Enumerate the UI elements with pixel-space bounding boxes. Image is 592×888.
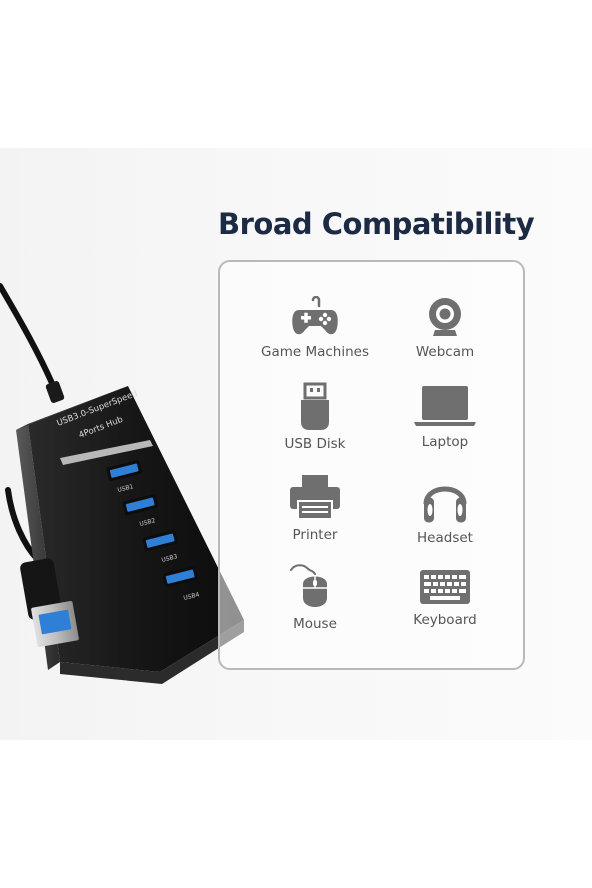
hub-port-4 — [162, 566, 198, 588]
compat-item-keyboard: Keyboard — [370, 568, 520, 648]
printer-icon — [290, 475, 340, 520]
hub-port-1 — [106, 460, 142, 482]
compat-label: Webcam — [415, 344, 475, 360]
compat-item-game-machines: Game Machines — [240, 296, 390, 376]
hub-port-2 — [122, 494, 158, 516]
hub-bottom-edge — [60, 620, 244, 684]
hub-cable-top — [0, 283, 58, 393]
mouse-icon — [290, 564, 327, 607]
compatibility-panel: Game Machines Webcam USB Disk — [218, 260, 525, 670]
compat-label: USB Disk — [284, 436, 346, 452]
usb-hub-illustration: USB3.0-SuperSpeed 4Ports Hub USB1 USB2 U… — [0, 283, 244, 684]
usb-disk-icon — [301, 382, 329, 430]
compat-item-webcam: Webcam — [370, 296, 520, 376]
compat-item-headset: Headset — [370, 474, 520, 554]
hub-port-label-2: USB2 — [139, 517, 157, 528]
hub-port-label-4: USB4 — [183, 591, 201, 602]
compat-label: Keyboard — [413, 612, 477, 628]
compat-label: Mouse — [293, 616, 337, 632]
compat-label: Game Machines — [260, 344, 370, 360]
headset-icon — [423, 486, 467, 523]
compat-label: Printer — [292, 527, 338, 543]
hub-strain-relief-top — [45, 381, 65, 403]
compat-item-laptop: Laptop — [370, 384, 520, 464]
hub-port-3 — [142, 530, 178, 552]
compat-item-printer: Printer — [240, 475, 390, 555]
keyboard-icon — [420, 570, 470, 604]
page-title: Broad Compatibility — [218, 207, 535, 241]
usb-a-plug — [20, 558, 79, 648]
compat-label: Laptop — [421, 434, 469, 450]
compat-label: Headset — [417, 530, 473, 546]
compat-item-mouse: Mouse — [240, 564, 390, 644]
webcam-icon — [429, 298, 461, 336]
compat-item-usb-disk: USB Disk — [240, 382, 390, 462]
laptop-icon — [414, 386, 476, 426]
hub-top-cap — [16, 386, 128, 430]
gamepad-icon — [292, 296, 338, 335]
hub-port-label-3: USB3 — [161, 553, 179, 564]
hub-silver-stripe — [60, 440, 153, 465]
hub-port-label-1: USB1 — [117, 483, 135, 494]
